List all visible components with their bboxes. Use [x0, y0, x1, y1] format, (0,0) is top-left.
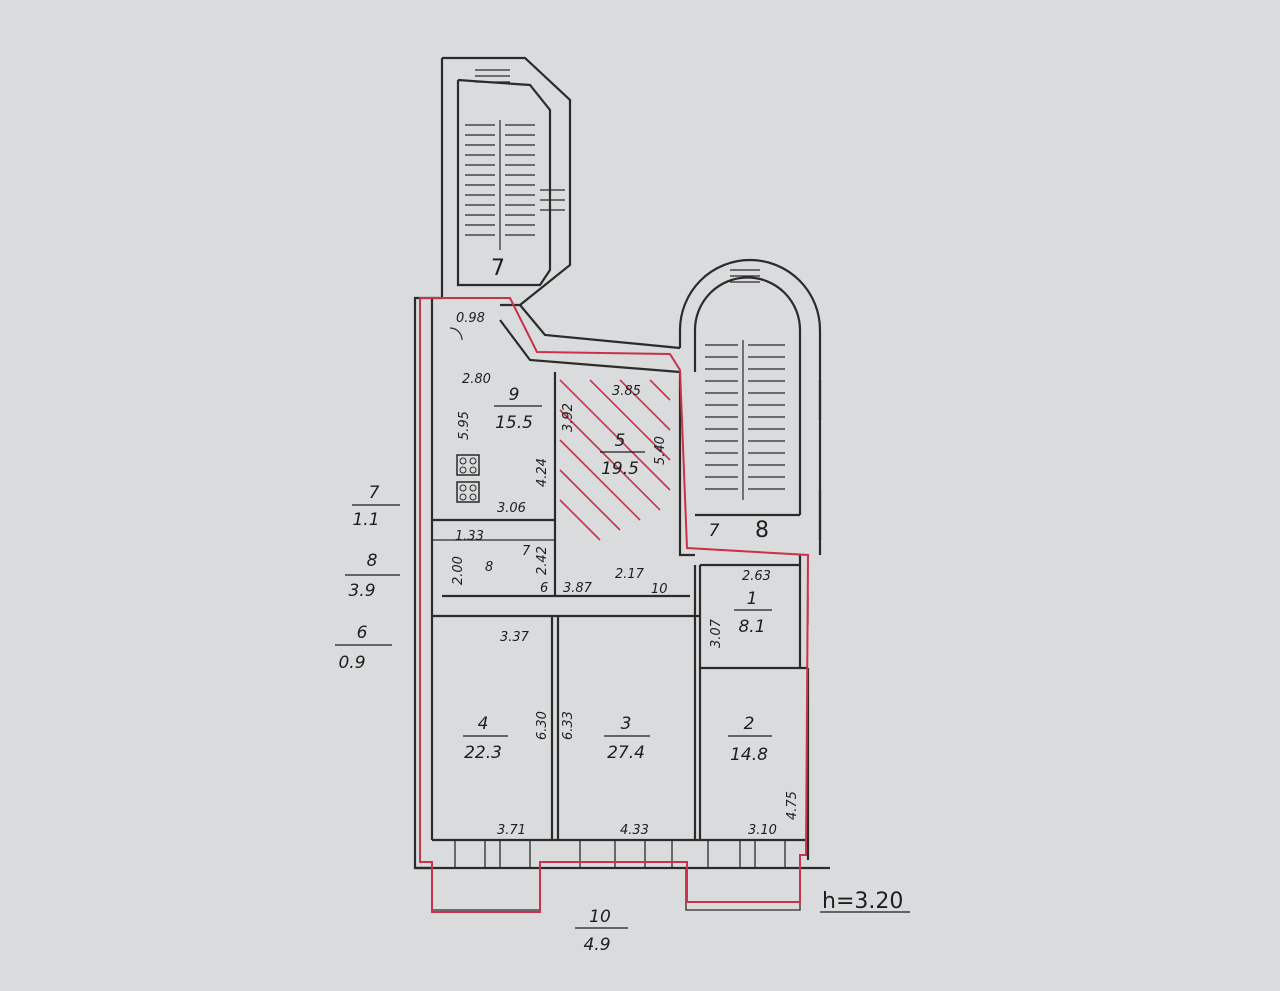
svg-text:22.3: 22.3: [464, 743, 502, 763]
ceiling-height-label: h=3.20: [822, 889, 903, 914]
svg-text:5.95: 5.95: [457, 411, 472, 440]
external-label-7: 7 1.1: [352, 483, 400, 530]
svg-text:2: 2: [744, 714, 755, 734]
svg-text:2.17: 2.17: [615, 567, 645, 582]
door-swing-icon: [449, 327, 463, 341]
building-walls: [413, 56, 830, 911]
external-label-10: 10 4.9: [575, 907, 628, 955]
svg-text:6.33: 6.33: [561, 711, 576, 740]
svg-text:2.00: 2.00: [451, 556, 466, 585]
room-1-label: 1 8.1: [734, 589, 772, 637]
svg-text:4.9: 4.9: [583, 935, 610, 955]
svg-text:4.75: 4.75: [785, 791, 800, 820]
svg-text:7: 7: [369, 483, 380, 503]
svg-text:6.30: 6.30: [535, 711, 550, 740]
svg-text:8.1: 8.1: [738, 617, 765, 637]
svg-text:3.07: 3.07: [709, 618, 724, 648]
svg-text:6: 6: [357, 623, 368, 643]
svg-text:3.9: 3.9: [348, 581, 375, 601]
svg-text:8: 8: [367, 551, 378, 571]
left-stair-label: 7: [491, 256, 505, 281]
room-5-label: 5 19.5: [600, 431, 645, 479]
stove-icon: [456, 454, 480, 503]
svg-text:3.06: 3.06: [497, 501, 526, 516]
dimension-labels: 0.98 2.80 5.95 3.85 3.92 5.40 4.24 3.06 …: [451, 311, 800, 838]
svg-text:5.40: 5.40: [653, 436, 668, 465]
svg-text:10: 10: [651, 582, 668, 597]
room-9-label: 9 15.5: [494, 385, 542, 433]
room-4-label: 4 22.3: [463, 714, 508, 763]
svg-text:5: 5: [615, 431, 626, 451]
svg-text:4.24: 4.24: [535, 458, 550, 487]
svg-text:2.80: 2.80: [462, 372, 491, 387]
svg-text:2.42: 2.42: [535, 546, 550, 575]
right-stair-label-a: 7: [709, 521, 720, 541]
svg-text:2.63: 2.63: [742, 569, 771, 584]
svg-text:3: 3: [621, 714, 632, 734]
svg-text:14.8: 14.8: [730, 745, 768, 765]
svg-text:3.37: 3.37: [500, 630, 530, 645]
apartment-boundary: [419, 297, 810, 913]
external-label-8: 8 3.9: [345, 551, 400, 601]
svg-text:4.33: 4.33: [620, 823, 649, 838]
left-stair: [465, 69, 565, 250]
svg-text:3.71: 3.71: [497, 823, 526, 838]
svg-text:3.87: 3.87: [563, 581, 593, 596]
svg-text:1.33: 1.33: [455, 529, 484, 544]
room-3-label: 3 27.4: [604, 714, 650, 763]
svg-text:1.1: 1.1: [352, 510, 379, 530]
external-label-6: 6 0.9: [335, 623, 392, 673]
svg-text:3.10: 3.10: [748, 823, 777, 838]
svg-text:0.9: 0.9: [338, 653, 365, 673]
svg-text:6: 6: [540, 581, 548, 596]
right-stair-label-b: 8: [755, 518, 769, 543]
svg-text:7: 7: [522, 544, 531, 559]
room-5-hatch: [559, 379, 671, 541]
svg-text:9: 9: [509, 385, 520, 405]
svg-text:4: 4: [478, 714, 489, 734]
right-stair: [705, 269, 785, 500]
svg-text:10: 10: [589, 907, 611, 927]
svg-text:15.5: 15.5: [495, 413, 533, 433]
room-2-label: 2 14.8: [728, 714, 772, 765]
svg-text:0.98: 0.98: [456, 311, 485, 326]
svg-text:27.4: 27.4: [607, 743, 645, 763]
svg-text:19.5: 19.5: [601, 459, 639, 479]
svg-text:3.85: 3.85: [612, 384, 641, 399]
svg-text:8: 8: [485, 560, 493, 575]
svg-text:3.92: 3.92: [561, 403, 576, 432]
svg-text:1: 1: [747, 589, 758, 609]
